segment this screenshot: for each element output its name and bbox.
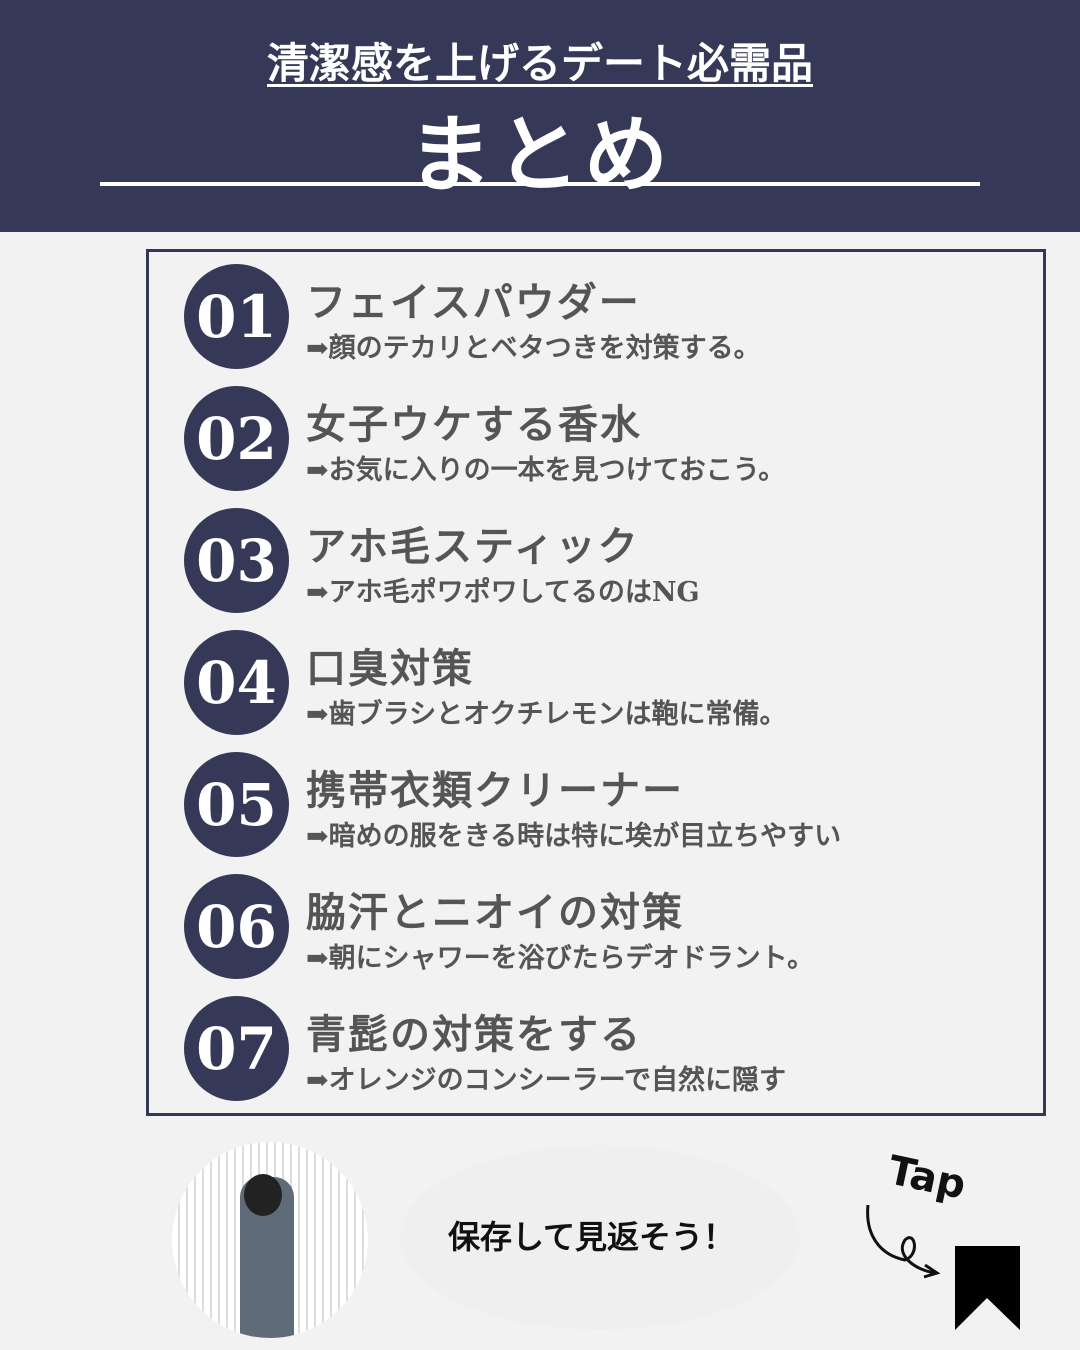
list-item: 04 口臭対策 ➡歯ブラシとオクチレモンは鞄に常備。: [184, 630, 1024, 740]
item-desc: ➡オレンジのコンシーラーで自然に隠す: [306, 1065, 787, 1096]
number-badge: 03: [184, 508, 289, 613]
subtitle-text: 清潔感を上げるデート必需品: [266, 39, 813, 88]
number-badge: 05: [184, 752, 289, 857]
number-badge: 01: [184, 264, 289, 369]
item-desc: ➡お気に入りの一本を見つけておこう。: [306, 455, 786, 486]
item-desc: ➡朝にシャワーを浴びたらデオドラント。: [306, 943, 815, 974]
item-desc: ➡顔のテカリとベタつきを対策する。: [306, 333, 761, 364]
item-title: アホ毛スティック: [306, 523, 640, 570]
bookmark-icon[interactable]: [955, 1246, 1020, 1330]
number-badge: 06: [184, 874, 289, 979]
curly-arrow-icon: [866, 1204, 941, 1279]
item-title: 口臭対策: [306, 645, 474, 692]
number-badge: 02: [184, 386, 289, 491]
subtitle: 清潔感を上げるデート必需品: [0, 30, 1080, 91]
list-item: 05 携帯衣類クリーナー ➡暗めの服をきる時は特に埃が目立ちやすい: [184, 752, 1024, 862]
list-item: 02 女子ウケする香水 ➡お気に入りの一本を見つけておこう。: [184, 386, 1024, 496]
speech-bubble: [400, 1145, 800, 1330]
item-title: 女子ウケする香水: [306, 401, 642, 448]
number-badge: 07: [184, 996, 289, 1101]
list-item: 06 脇汗とニオイの対策 ➡朝にシャワーを浴びたらデオドラント。: [184, 874, 1024, 984]
summary-list: 01 フェイスパウダー ➡顔のテカリとベタつきを対策する。 02 女子ウケする香水 ➡お…: [146, 249, 1046, 1116]
item-desc: ➡アホ毛ポワポワしてるのはNG: [306, 577, 700, 608]
list-item: 01 フェイスパウダー ➡顔のテカリとベタつきを対策する。: [184, 264, 1024, 374]
item-title: 脇汗とニオイの対策: [306, 889, 684, 936]
save-message: 保存して見返そう！: [448, 1218, 736, 1256]
header: 清潔感を上げるデート必需品 まとめ: [0, 0, 1080, 232]
item-title: 青髭の対策をする: [306, 1011, 642, 1058]
list-item: 03 アホ毛スティック ➡アホ毛ポワポワしてるのはNG: [184, 508, 1024, 618]
list-item: 07 青髭の対策をする ➡オレンジのコンシーラーで自然に隠す: [184, 996, 1024, 1106]
item-desc: ➡歯ブラシとオクチレモンは鞄に常備。: [306, 699, 787, 730]
item-desc: ➡暗めの服をきる時は特に埃が目立ちやすい: [306, 821, 842, 852]
page-title: まとめ: [407, 105, 672, 204]
item-title: フェイスパウダー: [306, 279, 641, 326]
avatar-photo: [172, 1142, 368, 1338]
number-badge: 04: [184, 630, 289, 735]
item-title: 携帯衣類クリーナー: [306, 767, 684, 814]
divider: [100, 182, 980, 186]
person-head: [244, 1174, 282, 1216]
